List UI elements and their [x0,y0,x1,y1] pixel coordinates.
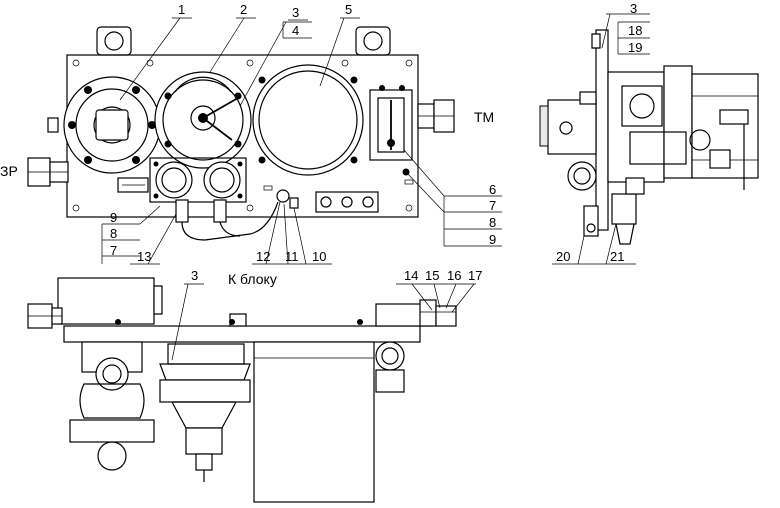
leader-lines [101,13,650,361]
callout-9-left: 9 [110,210,118,225]
callout-8: 8 [489,215,497,230]
callout-5: 5 [345,2,353,17]
callout-6: 6 [489,182,497,197]
callout-3-side: 3 [630,1,638,16]
callout-17: 17 [468,268,483,283]
callout-7: 7 [489,198,497,213]
callout-16: 16 [447,268,462,283]
label-k-bloku: К блоку [228,271,277,287]
callout-7-left: 7 [110,243,118,258]
callout-19: 19 [628,40,643,55]
callout-18: 18 [628,23,643,38]
callout-12: 12 [256,249,271,264]
callout-8-left: 8 [110,226,118,241]
callout-3-bottom: 3 [191,268,199,283]
callout-20: 20 [556,249,571,264]
callout-9: 9 [489,232,497,247]
front-view [27,26,455,241]
callout-11: 11 [285,249,299,264]
label-zr: ЗР [0,163,18,179]
callout-3: 3 [292,5,300,20]
callout-21: 21 [610,249,625,264]
bottom-view [27,277,457,503]
callout-14: 14 [404,268,419,283]
label-tm: ТМ [474,109,495,125]
callout-1: 1 [178,2,186,17]
callout-15: 15 [425,268,440,283]
callout-2: 2 [240,2,248,17]
callout-13: 13 [137,249,152,264]
side-view [539,29,759,245]
callout-10: 10 [312,249,327,264]
callout-4: 4 [292,23,300,38]
